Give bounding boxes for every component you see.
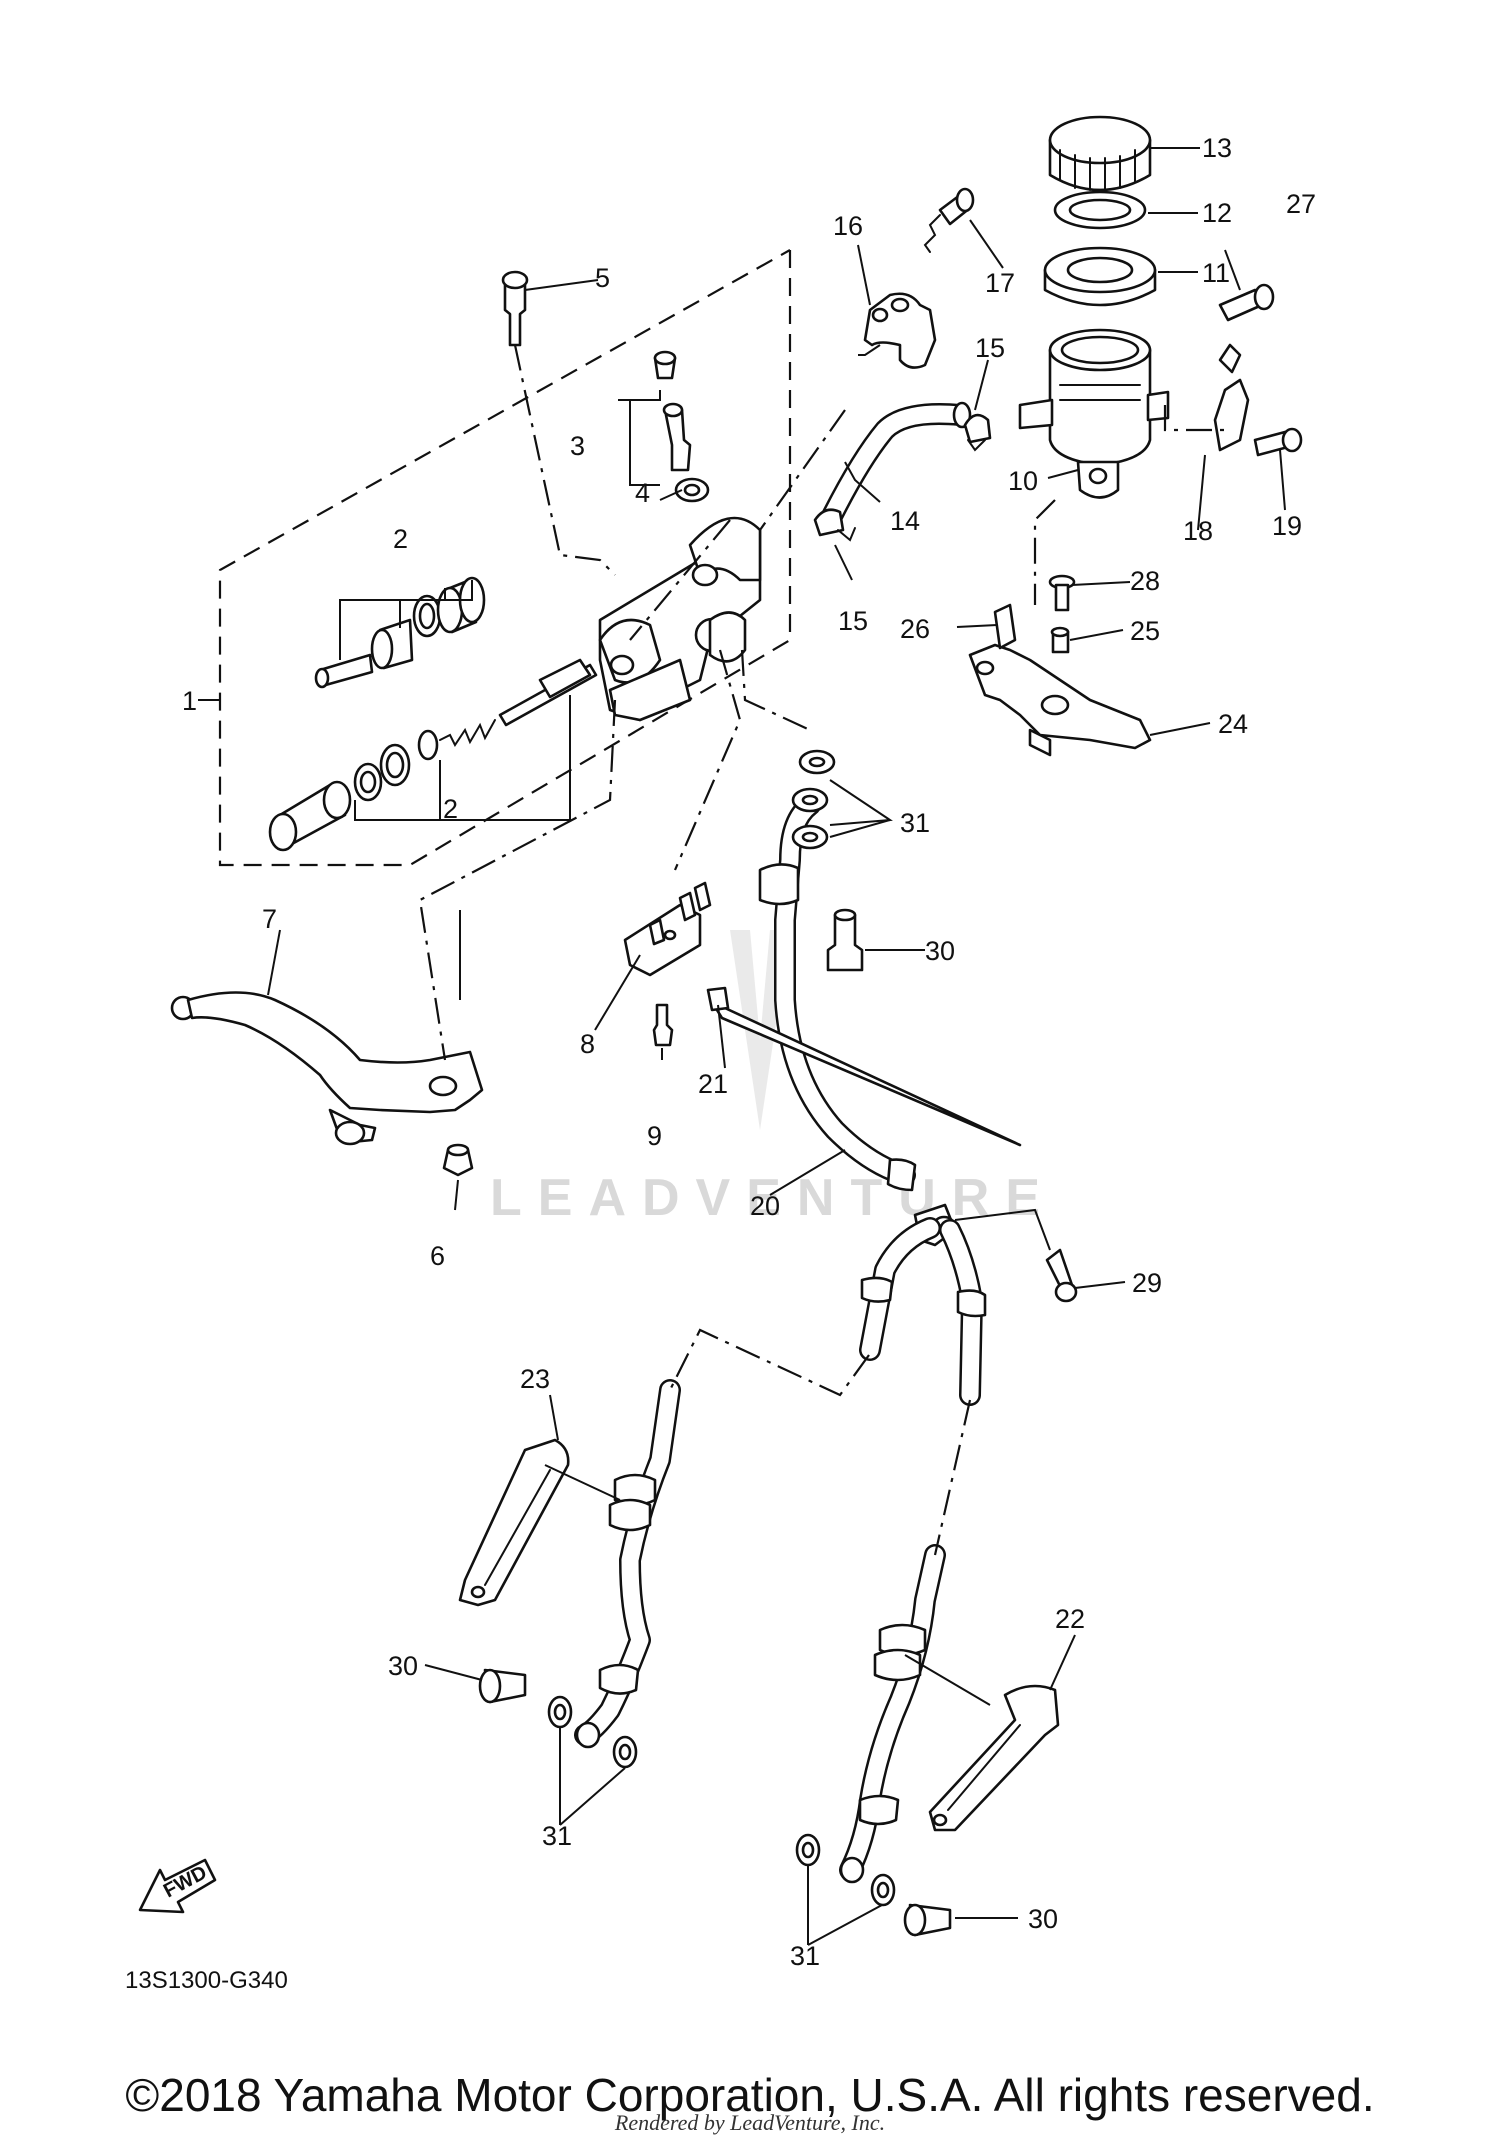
callout-19[interactable]: 19 bbox=[1272, 511, 1302, 541]
assembly-boundary bbox=[218, 249, 792, 867]
union-bolt-30-upper[interactable] bbox=[826, 908, 864, 972]
brake-hose-splitter[interactable] bbox=[859, 1217, 987, 1406]
copper-washer-31f[interactable] bbox=[795, 1833, 821, 1867]
reservoir-hose[interactable] bbox=[819, 401, 972, 531]
piston-kit-lower[interactable] bbox=[268, 658, 598, 852]
callout-6[interactable]: 6 bbox=[430, 1241, 445, 1271]
callout-30-right[interactable]: 30 bbox=[1028, 1904, 1058, 1934]
callout-15-lower[interactable]: 15 bbox=[838, 606, 868, 636]
leader-lines bbox=[198, 147, 1286, 1946]
callout-labels: 1 2 2 3 4 5 6 7 8 9 10 11 12 13 14 15 15… bbox=[182, 133, 1316, 1971]
callout-23[interactable]: 23 bbox=[520, 1364, 550, 1394]
callout-22[interactable]: 22 bbox=[1055, 1604, 1085, 1634]
piston-kit-upper[interactable] bbox=[314, 576, 486, 689]
copyright-notice: ©2018 Yamaha Motor Corporation, U.S.A. A… bbox=[125, 2069, 1375, 2121]
hose-guide-22[interactable] bbox=[928, 1684, 1060, 1832]
callout-21[interactable]: 21 bbox=[698, 1069, 728, 1099]
callout-30-left[interactable]: 30 bbox=[388, 1651, 418, 1681]
union-bolt-30-left[interactable] bbox=[478, 1668, 527, 1704]
brake-hose-upper[interactable] bbox=[758, 794, 917, 1192]
callout-31-right[interactable]: 31 bbox=[790, 1941, 820, 1971]
reservoir-cap[interactable] bbox=[1048, 115, 1152, 192]
master-cylinder-bracket[interactable] bbox=[968, 643, 1152, 757]
lever-nut[interactable] bbox=[442, 1143, 474, 1177]
bracket-clip-26[interactable] bbox=[993, 603, 1017, 650]
reservoir-bracket[interactable] bbox=[1213, 343, 1250, 452]
cable-tie[interactable] bbox=[706, 986, 1022, 1147]
reservoir-diaphragm-plate[interactable] bbox=[1053, 190, 1147, 230]
callout-15-upper[interactable]: 15 bbox=[975, 333, 1005, 363]
copper-washer-31e[interactable] bbox=[612, 1735, 638, 1769]
switch-screw[interactable] bbox=[652, 1003, 674, 1047]
callout-31-upper[interactable]: 31 bbox=[900, 808, 930, 838]
copper-washer-31a[interactable] bbox=[798, 749, 836, 775]
hose-clamp-upper[interactable] bbox=[963, 413, 992, 452]
callout-14[interactable]: 14 bbox=[890, 506, 920, 536]
master-cylinder-body[interactable] bbox=[598, 516, 762, 722]
brake-light-switch[interactable] bbox=[623, 881, 712, 977]
reservoir-diaphragm[interactable] bbox=[1043, 246, 1157, 307]
bracket-screw[interactable] bbox=[1253, 427, 1303, 457]
callout-17[interactable]: 17 bbox=[985, 268, 1015, 298]
callout-20[interactable]: 20 bbox=[750, 1191, 780, 1221]
forward-arrow: FWD bbox=[138, 1858, 217, 1914]
holder-bolt[interactable] bbox=[923, 187, 975, 253]
pivot-bolt[interactable] bbox=[501, 270, 529, 347]
callout-2-lower[interactable]: 2 bbox=[443, 794, 458, 824]
bleed-screw-set[interactable] bbox=[653, 350, 692, 472]
hose-guide-23[interactable] bbox=[458, 1438, 570, 1607]
callout-25[interactable]: 25 bbox=[1130, 616, 1160, 646]
callout-30-upper[interactable]: 30 bbox=[925, 936, 955, 966]
callout-27[interactable]: 27 bbox=[1286, 189, 1316, 219]
handlebar-holder[interactable] bbox=[863, 292, 937, 369]
copper-washer-31b[interactable] bbox=[791, 787, 829, 813]
hose-clamp-lower[interactable] bbox=[813, 508, 856, 542]
reservoir-bolt-27[interactable] bbox=[1218, 283, 1275, 322]
callout-11[interactable]: 11 bbox=[1202, 258, 1230, 288]
callout-7[interactable]: 7 bbox=[262, 904, 277, 934]
callout-31-left[interactable]: 31 bbox=[542, 1821, 572, 1851]
callout-10[interactable]: 10 bbox=[1008, 466, 1038, 496]
rendered-by-credit: Rendered by LeadVenture, Inc. bbox=[614, 2110, 886, 2135]
assembly-chain-lines bbox=[418, 344, 972, 1556]
joint-bolt-29[interactable] bbox=[1045, 1248, 1078, 1303]
copper-washer-31d[interactable] bbox=[547, 1695, 573, 1729]
diagram-code: 13S1300-G340 bbox=[125, 1967, 288, 1994]
screw-28[interactable] bbox=[1048, 574, 1076, 612]
callout-28[interactable]: 28 bbox=[1130, 566, 1160, 596]
brake-fluid-reservoir[interactable] bbox=[1018, 328, 1170, 499]
brake-hose-left[interactable] bbox=[574, 1379, 681, 1749]
copper-washer-31c[interactable] bbox=[791, 824, 829, 850]
copper-washer[interactable] bbox=[674, 477, 710, 503]
callout-16[interactable]: 16 bbox=[833, 211, 863, 241]
callout-12[interactable]: 12 bbox=[1202, 198, 1232, 228]
callout-4[interactable]: 4 bbox=[635, 478, 650, 508]
callout-9[interactable]: 9 bbox=[647, 1121, 662, 1151]
union-bolt-30-right[interactable] bbox=[903, 1903, 952, 1937]
callout-5[interactable]: 5 bbox=[595, 263, 610, 293]
callout-26[interactable]: 26 bbox=[900, 614, 930, 644]
callout-29[interactable]: 29 bbox=[1132, 1268, 1162, 1298]
callout-13[interactable]: 13 bbox=[1202, 133, 1232, 163]
copper-washer-31g[interactable] bbox=[870, 1873, 896, 1907]
callout-3[interactable]: 3 bbox=[570, 431, 585, 461]
brake-lever[interactable] bbox=[170, 991, 484, 1146]
callout-2-upper[interactable]: 2 bbox=[393, 524, 408, 554]
brake-hose-right[interactable] bbox=[839, 1544, 946, 1884]
callout-24[interactable]: 24 bbox=[1218, 709, 1248, 739]
callout-1[interactable]: 1 bbox=[182, 686, 197, 716]
callout-18[interactable]: 18 bbox=[1183, 516, 1213, 546]
callout-8[interactable]: 8 bbox=[580, 1029, 595, 1059]
collar-25[interactable] bbox=[1050, 626, 1070, 654]
